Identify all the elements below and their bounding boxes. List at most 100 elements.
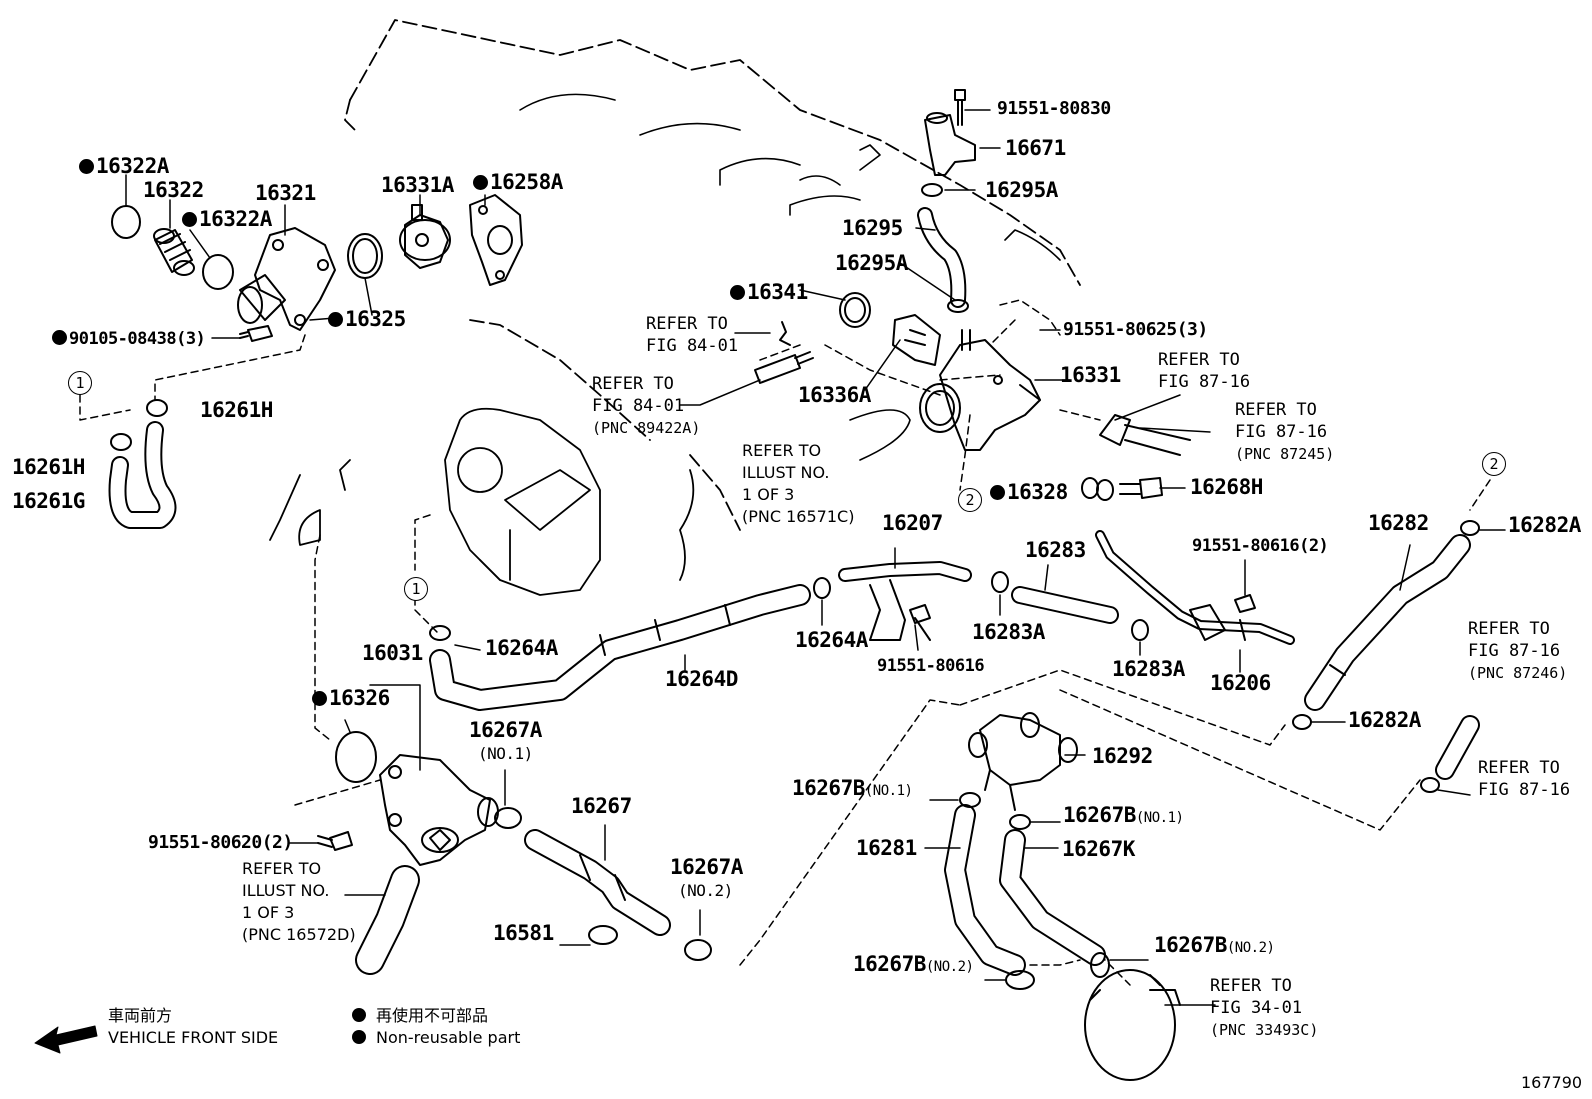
part-label-16267B: 16267B(NO.1): [1063, 803, 1184, 827]
connection-marker-1: 1: [404, 577, 428, 601]
part-label-91551-80830: 91551-80830: [997, 98, 1111, 119]
part-label-16267A-sub: (NO.1): [478, 744, 533, 763]
non-reusable-dot-icon: [990, 485, 1005, 500]
part-label-16261H: 16261H: [12, 455, 85, 479]
part-label-16031: 16031: [362, 641, 423, 665]
part-label-16267B: 16267B(NO.1): [792, 776, 913, 800]
clamp-16267B-2a: [1005, 970, 1035, 990]
connector-87245: [1099, 414, 1191, 456]
engine-details: [519, 93, 1061, 261]
part-16292: [968, 712, 1078, 811]
non-reusable-dot-icon: [352, 1008, 366, 1022]
bolt-91551-80620: [317, 831, 353, 851]
non-reusable-dot-icon: [473, 175, 488, 190]
part-label-91551-80616-2: 91551-80616(2): [1192, 536, 1329, 556]
legend-vehicle-front: 車両前方 VEHICLE FRONT SIDE: [108, 1006, 279, 1047]
clamp-16264A-a: [429, 625, 451, 641]
part-label-16325: 16325: [328, 309, 406, 330]
leaders-top-left: [125, 174, 486, 339]
part-label-16671: 16671: [1005, 136, 1066, 160]
part-label-16261H: 16261H: [200, 398, 273, 422]
part-label-90105-08438: 90105-08438(3): [52, 330, 206, 348]
part-label-16267A: 16267A: [469, 718, 542, 742]
oil-cooler-ref: [1084, 969, 1181, 1081]
legend-non-reusable: 再使用不可部品 Non-reusable part: [352, 1005, 520, 1049]
clamp-16264A-b: [813, 577, 831, 599]
part-16031: [379, 754, 499, 866]
part-label-16207: 16207: [882, 511, 943, 535]
part-16261: [108, 399, 177, 529]
part-16328: [1081, 477, 1114, 501]
part-16258A: [469, 194, 523, 286]
part-label-16295A: 16295A: [835, 251, 908, 275]
dashed-connectors: [79, 299, 1491, 986]
part-16267: [524, 829, 671, 936]
part-16206: [1095, 530, 1295, 645]
clip-16581: [588, 925, 618, 945]
part-16341: [839, 292, 871, 328]
part-label-16264D: 16264D: [665, 667, 738, 691]
part-16268H: [1119, 477, 1163, 499]
intake-sketch: [269, 407, 695, 596]
non-reusable-dot-icon: [312, 691, 327, 706]
part-label-16283A: 16283A: [1112, 657, 1185, 681]
connection-marker-1: 1: [68, 371, 92, 395]
part-label-16283: 16283: [1025, 538, 1086, 562]
part-16326: [335, 731, 377, 783]
part-label-16292: 16292: [1092, 744, 1153, 768]
part-label-16264A: 16264A: [795, 628, 868, 652]
part-label-16295: 16295: [842, 216, 903, 240]
clamp-16267A-2: [684, 939, 712, 961]
part-label-16331A: 16331A: [381, 173, 454, 197]
part-label-16321: 16321: [255, 181, 316, 205]
part-16331A: [399, 204, 451, 269]
non-reusable-dot-icon: [328, 312, 343, 327]
part-label-16267A: 16267A: [670, 855, 743, 879]
part-label-16267K: 16267K: [1062, 837, 1135, 861]
part-label-16326: 16326: [312, 688, 390, 709]
non-reusable-dot-icon: [352, 1030, 366, 1044]
part-16295-group: [917, 89, 976, 313]
part-16282: [1304, 534, 1471, 711]
part-label-16282A: 16282A: [1508, 513, 1581, 537]
clamp-16282A-b: [1292, 714, 1312, 730]
part-label-16281: 16281: [856, 836, 917, 860]
part-label-91551-80616: 91551-80616: [877, 656, 985, 676]
part-label-16331: 16331: [1060, 363, 1121, 387]
clamp-16267B-1b: [1009, 814, 1031, 830]
part-label-16267B: 16267B(NO.2): [1154, 933, 1275, 957]
figure-number: 167790: [1521, 1073, 1583, 1092]
connection-marker-2: 2: [958, 488, 982, 512]
part-label-16206: 16206: [1210, 671, 1271, 695]
part-label-16264A: 16264A: [485, 636, 558, 660]
part-16264D: [429, 584, 811, 711]
non-reusable-dot-icon: [79, 159, 94, 174]
part-label-16295A: 16295A: [985, 178, 1058, 202]
part-label-16282A: 16282A: [1348, 708, 1421, 732]
clamp-16283A-a: [991, 571, 1009, 593]
part-label-16328: 16328: [990, 482, 1068, 503]
hose-ref-16571C: [849, 409, 911, 461]
sensor-89422A: [754, 321, 814, 384]
part-label-91551-80625: 91551-80625(3): [1063, 319, 1208, 340]
non-reusable-dot-icon: [182, 212, 197, 227]
part-label-16341: 16341: [730, 282, 808, 303]
clamp-16267B-1a: [959, 792, 981, 808]
non-reusable-dot-icon: [52, 330, 67, 345]
bolt-90105: [239, 325, 273, 342]
clamp-16267A-1: [494, 807, 522, 829]
part-label-16283A: 16283A: [972, 620, 1045, 644]
part-label-16282: 16282: [1368, 511, 1429, 535]
part-label-16267B: 16267B(NO.2): [853, 952, 974, 976]
